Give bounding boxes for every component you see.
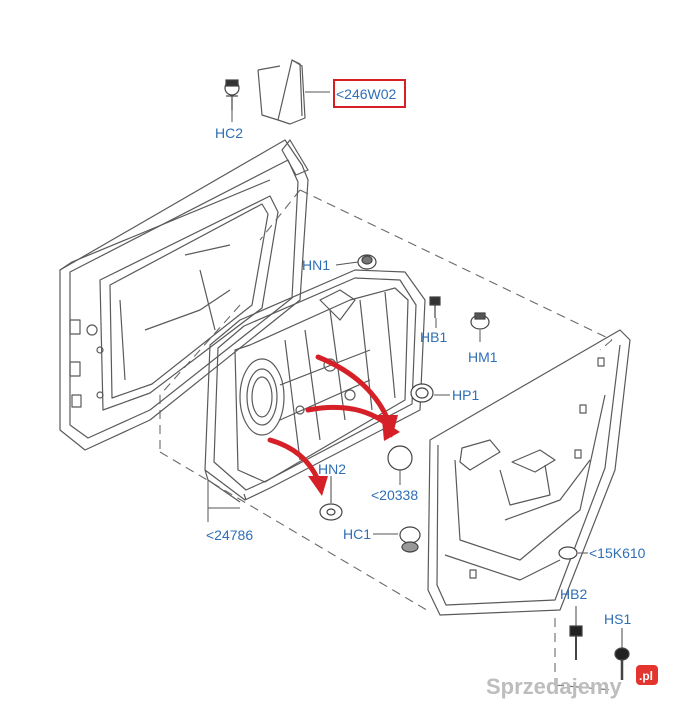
label-hs1: HS1 [604, 611, 631, 627]
nut-hn1 [357, 254, 377, 270]
door-trim-panel [427, 329, 631, 616]
screw-hs1 [614, 628, 630, 680]
label-24786: <24786 [206, 527, 253, 543]
label-246w02: <246W02 [336, 86, 397, 102]
label-hb1: HB1 [420, 329, 447, 345]
clip-hc2 [224, 79, 240, 110]
label-hm1: HM1 [468, 349, 498, 365]
label-hn1: HN1 [302, 257, 330, 273]
label-hp1: HP1 [452, 387, 479, 403]
fasteners [319, 254, 630, 680]
label-hb2: HB2 [560, 586, 587, 602]
regulator-panel [204, 269, 426, 503]
door-shell [59, 139, 309, 451]
removal-arrowheads [308, 415, 400, 496]
label-15k610: <15K610 [589, 545, 646, 561]
label-20338: <20338 [371, 487, 418, 503]
screw-hb2 [569, 606, 583, 660]
part-labels: HC2 <246W02 HN1 HB1 HM1 HP1 HN2 <20338 H… [206, 86, 646, 627]
clip-hc1 [399, 526, 421, 553]
bolt-hb1 [429, 296, 441, 318]
plug-20338 [387, 445, 413, 471]
nut-hm1 [470, 312, 490, 330]
corner-trim [257, 59, 306, 125]
label-hn2: HN2 [318, 461, 346, 477]
label-hc2: HC2 [215, 125, 243, 141]
leader-lines [207, 91, 588, 554]
watermark-badge [636, 665, 658, 685]
watermark-logo: Sprzedajemy .pl [486, 665, 658, 699]
washer-hn2 [319, 476, 343, 521]
watermark-suffix: .pl [639, 669, 653, 683]
assembly-dashed-box [159, 189, 613, 691]
part-number-highlight [333, 79, 406, 108]
label-hc1: HC1 [343, 526, 371, 542]
watermark-text: Sprzedajemy [486, 674, 622, 699]
clip-15k610 [558, 546, 578, 560]
plug-hp1 [410, 383, 434, 403]
